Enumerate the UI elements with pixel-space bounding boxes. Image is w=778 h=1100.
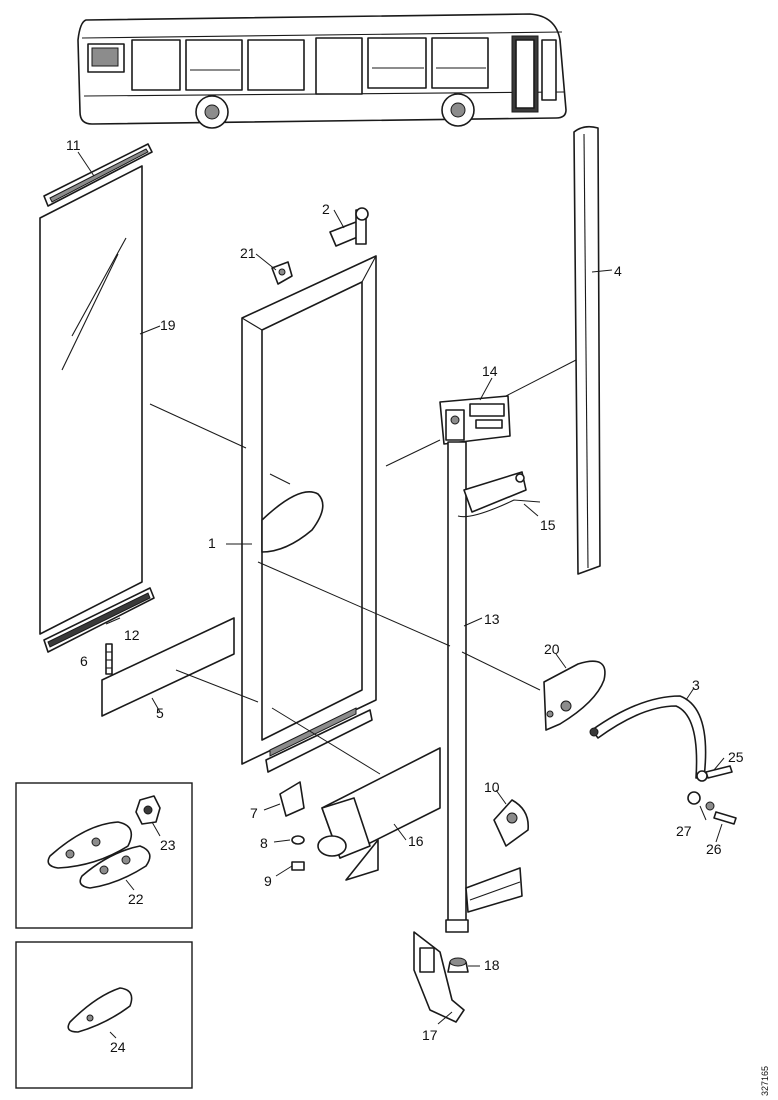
parts-25-27-fasteners: [687, 765, 737, 825]
part-11-top-trim: [43, 143, 153, 207]
label-part-18: 18: [484, 957, 500, 973]
label-part-23: 23: [160, 837, 176, 853]
part-3-curved-arm: [589, 695, 707, 779]
label-part-6: 6: [80, 653, 88, 669]
label-part-16: 16: [408, 833, 424, 849]
part-2-upper-pivot: [329, 207, 369, 247]
label-part-19: 19: [160, 317, 176, 333]
part-21-clip: [271, 261, 293, 285]
part-7-hinge: [279, 781, 305, 817]
lower-shaft-arm: [465, 867, 523, 913]
label-leaders: [77, 151, 725, 1025]
part-15-upper-arm: [457, 471, 541, 518]
label-part-14: 14: [482, 363, 498, 379]
label-part-1: 1: [208, 535, 216, 551]
part-6-screw: [105, 643, 113, 675]
part-14-pivot-bracket: [439, 395, 511, 445]
label-part-8: 8: [260, 835, 268, 851]
label-part-25: 25: [728, 749, 744, 765]
part-5-kick-plate: [101, 617, 235, 717]
part-labels: 11 19 12 6 5 1 21 2 4 14 15 13 20 3 25 2…: [66, 137, 744, 1055]
label-part-11: 11: [66, 137, 81, 153]
part-18-bearing: [447, 957, 469, 973]
label-part-7: 7: [250, 805, 258, 821]
inset-box-24: [15, 941, 193, 1089]
label-part-27: 27: [676, 823, 692, 839]
part-10-lower-bracket: [493, 799, 529, 847]
part-12-bottom-trim: [43, 587, 155, 653]
inset-box-22-23: [15, 782, 193, 929]
label-part-13: 13: [484, 611, 500, 627]
label-part-3: 3: [692, 677, 700, 693]
label-part-17: 17: [422, 1027, 438, 1043]
part-17-bottom-pivot: [413, 931, 465, 1023]
label-part-4: 4: [614, 263, 622, 279]
label-part-24: 24: [110, 1039, 126, 1055]
label-part-2: 2: [322, 201, 330, 217]
part-18-duct: [317, 747, 441, 881]
part-1-door-frame: [241, 255, 377, 773]
part-19-glass-panel: [39, 165, 143, 635]
label-part-10: 10: [484, 779, 500, 795]
label-part-15: 15: [540, 517, 556, 533]
part-8-washer: [291, 835, 305, 845]
label-part-22: 22: [128, 891, 144, 907]
part-4-vertical-seal: [573, 125, 601, 575]
part-9-nut: [291, 861, 305, 871]
reference-code: 327165: [760, 1066, 770, 1096]
label-part-21: 21: [240, 245, 256, 261]
label-part-20: 20: [544, 641, 560, 657]
assembly-lines: [149, 359, 577, 775]
part-20-arm-plate: [543, 660, 606, 731]
label-part-26: 26: [706, 841, 722, 857]
label-part-5: 5: [156, 705, 164, 721]
label-part-9: 9: [264, 873, 272, 889]
bus-illustration: [77, 13, 567, 129]
part-13-door-shaft: [445, 441, 469, 933]
label-part-12: 12: [124, 627, 140, 643]
